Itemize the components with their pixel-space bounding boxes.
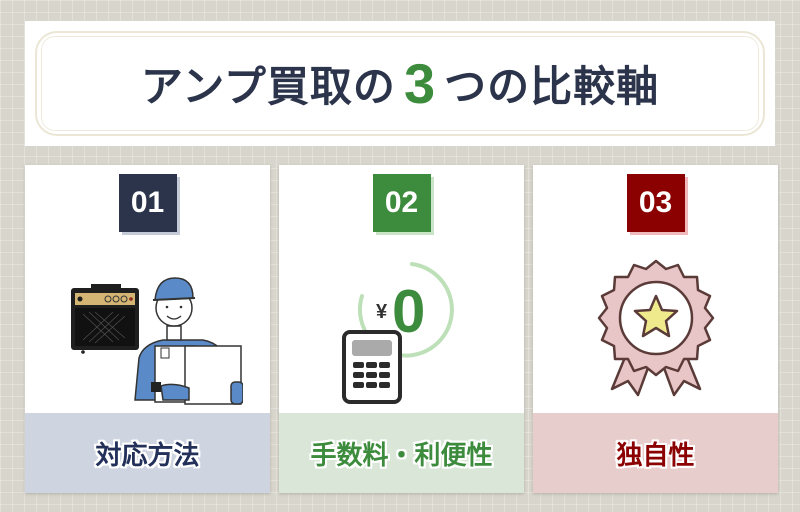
card-label: 独自性	[616, 440, 695, 471]
title-prefix: アンプ買取の	[140, 62, 396, 111]
title-suffix: つの比較軸	[444, 62, 660, 111]
calculator-zero-yen-icon: ¥ 0	[279, 243, 524, 413]
number-badge: 01	[118, 174, 180, 235]
number-badge: 03	[626, 174, 688, 235]
number-badge: 02	[372, 174, 434, 235]
card-footer: 独自性	[533, 413, 778, 493]
card-uniqueness: 03 独自性	[533, 165, 778, 493]
card-response-method: 01	[25, 165, 270, 493]
card-label: 手数料・利便性	[310, 440, 493, 471]
title-number: 3	[403, 52, 437, 115]
card-footer: 対応方法	[25, 413, 270, 493]
delivery-person-with-amp-icon	[25, 243, 270, 413]
card-fees-convenience: 02 ¥ 0 手数料・利便性	[279, 165, 524, 493]
badge-number: 02	[372, 174, 431, 232]
title-banner: アンプ買取の 3 つの比較軸	[25, 21, 775, 146]
award-ribbon-star-icon	[533, 243, 778, 413]
card-label: 対応方法	[95, 440, 200, 471]
badge-number: 03	[626, 174, 685, 232]
card-footer: 手数料・利便性	[279, 413, 524, 493]
page-title: アンプ買取の 3 つの比較軸	[25, 21, 775, 146]
decorative-frame	[35, 31, 765, 136]
badge-number: 01	[118, 174, 177, 232]
svg-text:¥: ¥	[376, 301, 388, 323]
decorative-frame-inner	[41, 36, 759, 131]
